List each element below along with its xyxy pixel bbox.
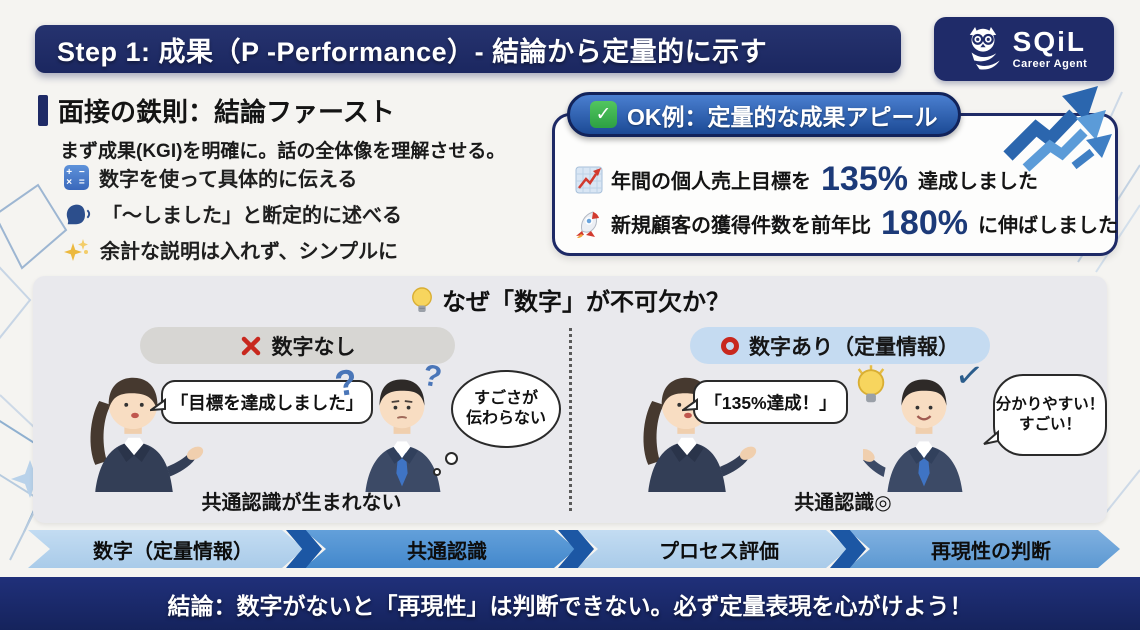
principle-item-label: 「〜しました」と断定的に述べる: [102, 205, 402, 227]
principles-subheading: まず成果(KGI)を明確に。話の全体像を理解させる。: [60, 141, 506, 162]
why-numbers-panel: なぜ「数字」が不可欠か？ 数字なし 「目標を達成しました」: [33, 276, 1107, 523]
flow-arrow-label: 数字（定量情報）: [93, 540, 253, 563]
conclusion-text: 結論：数字がないと「再現性」は判断できない。必ず定量表現を心がけよう！: [167, 592, 973, 619]
with-numbers-badge: 数字あり（定量情報）: [690, 327, 990, 364]
principles-heading: 面接の鉄則：結論ファースト: [58, 97, 395, 127]
speech-bubble-line: 分かりやすい！: [995, 395, 1105, 413]
speech-bubble-tail: [150, 398, 166, 412]
chart-up-icon: [575, 166, 603, 193]
ok-item-number: 135%: [821, 160, 908, 198]
ok-example-item: 年間の個人売上目標を 135% 達成しました: [575, 160, 1038, 199]
question-mark: ?: [332, 360, 360, 405]
speech-bubble-text: 「目標を達成しました」: [170, 392, 364, 413]
principle-item: 余計な説明は入れず、シンプルに: [64, 235, 398, 264]
owl-icon: [969, 27, 1000, 70]
page-title-bar: Step 1: 成果（P -Performance）- 結論から定量的に示す: [35, 25, 901, 73]
flow-arrow: 共通認識: [304, 530, 576, 568]
speaking-head-icon: [66, 204, 91, 224]
man-illustration-confused: [365, 379, 441, 492]
ok-item-pre: 新規顧客の獲得件数を前年比: [611, 215, 871, 237]
principle-item: 「〜しました」と断定的に述べる: [64, 199, 402, 228]
flow-arrow-label: プロセス評価: [659, 540, 779, 563]
heading-accent-bar: [38, 95, 48, 126]
flow-arrow-label: 共通認識: [407, 540, 487, 563]
logo-subtitle: Career Agent: [1012, 58, 1088, 70]
flow-arrow-row: 数字（定量情報） 共通認識 プロセス評価 再現性の判断: [28, 530, 1120, 568]
thought-cloud-line: 伝わらない: [465, 410, 546, 427]
right-caption: 共通認識◎: [794, 492, 892, 514]
check-glyph: ✓: [595, 104, 612, 125]
speech-bubble: 「目標を達成しました」: [150, 380, 373, 424]
sparkle-decor: [11, 460, 49, 498]
check-icon: ✓: [952, 355, 987, 397]
calculator-icon-row: × =: [66, 176, 87, 188]
lightbulb-icon: [857, 365, 885, 403]
no-numbers-badge-label: 数字なし: [271, 335, 356, 359]
why-panel-title: なぜ「数字」が不可欠か？: [442, 289, 730, 316]
calculator-icon: + − × =: [64, 165, 89, 190]
speech-bubble-tail: [682, 398, 698, 412]
flow-arrow: 数字（定量情報）: [28, 530, 304, 568]
ok-item-post: に伸ばしました: [977, 215, 1118, 237]
no-numbers-badge: 数字なし: [140, 327, 455, 364]
ok-example-badge: ✓ OK例：定量的な成果アピール: [567, 92, 961, 137]
flow-arrow: プロセス評価: [576, 530, 848, 568]
panel-divider: [569, 328, 572, 511]
page-title: Step 1: 成果（P -Performance）- 結論から定量的に示す: [57, 36, 768, 67]
ok-item-post: 達成しました: [917, 171, 1038, 193]
brand-logo: SQiL Career Agent: [934, 17, 1114, 81]
speech-bubble: 「135%達成！」: [682, 380, 848, 424]
circle-icon: [721, 336, 739, 355]
flow-arrow: 再現性の判断: [848, 530, 1120, 568]
principle-item-label: 数字を使って具体的に伝える: [99, 169, 358, 191]
flow-arrow-label: 再現性の判断: [931, 540, 1051, 563]
thought-cloud-dot: [445, 452, 458, 465]
check-badge-icon: ✓: [590, 101, 617, 128]
ok-example-item: 新規顧客の獲得件数を前年比 180% に伸ばしました: [575, 204, 1118, 243]
woman-illustration: [90, 377, 204, 492]
rocket-icon: [576, 210, 599, 238]
why-panel-title-row: なぜ「数字」が不可欠か？: [33, 282, 1107, 317]
sparkles-icon: [64, 238, 88, 261]
ok-item-number: 180%: [881, 204, 968, 242]
cross-icon: [241, 336, 260, 355]
ok-example-badge-label: OK例：定量的な成果アピール: [627, 103, 938, 130]
thought-cloud: すごさが 伝わらない: [451, 370, 561, 448]
left-caption: 共通認識が生まれない: [201, 492, 402, 514]
thought-cloud-line: すごさが: [473, 390, 538, 407]
lightbulb-icon: [412, 286, 432, 312]
speech-bubble-round: 分かりやすい！ すごい！: [983, 374, 1107, 456]
with-numbers-badge-label: 数字あり（定量情報）: [749, 335, 959, 359]
ok-item-pre: 年間の個人売上目標を: [611, 171, 811, 193]
calculator-icon-row: + −: [66, 166, 87, 178]
speech-bubble-line: すごい！: [1018, 416, 1081, 433]
logo-name: SQiL: [1012, 26, 1086, 57]
thought-cloud-dot: [433, 468, 441, 476]
principle-item-label: 余計な説明は入れず、シンプルに: [100, 241, 398, 263]
speech-bubble-text: 「135%達成！」: [704, 392, 837, 413]
principle-item: + − × = 数字を使って具体的に伝える: [64, 163, 357, 192]
speech-bubble-tail: [983, 429, 999, 445]
principles-heading-row: 面接の鉄則：結論ファースト: [38, 92, 395, 129]
man-illustration-happy: [863, 379, 963, 492]
trend-arrows-icon: [1003, 86, 1112, 172]
conclusion-bar: 結論：数字がないと「再現性」は判断できない。必ず定量表現を心がけよう！: [0, 577, 1140, 630]
